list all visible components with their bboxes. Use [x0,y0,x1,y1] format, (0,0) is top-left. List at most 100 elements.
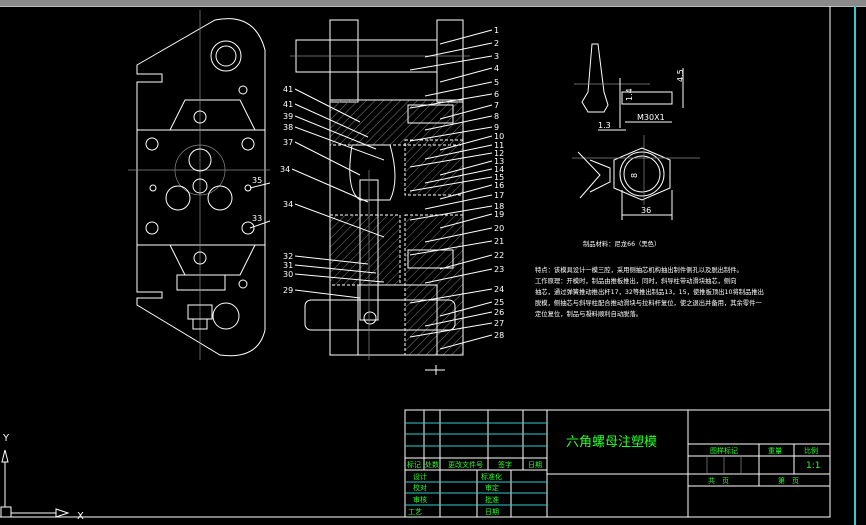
dim-8: 8 [630,173,639,178]
leader-line [294,115,377,150]
note-line: 脱模，侧抽芯与斜导柱配合推动滑块与拉料杆复位，使之退出并备用，其余零件一 [535,298,762,307]
leader-line [291,168,369,203]
leader-line [409,240,493,256]
technical-notes: 特点：该模具设计一模三腔，采用侧抽芯机构抽出制件侧孔以及脱出制件。 工作原理：开… [535,265,764,318]
callout-number: 41 [283,85,293,94]
rev-header: 处数 [425,460,439,469]
sign-label: 审核 [413,495,427,504]
callout-number: 34 [283,200,293,209]
leader-line [409,126,493,142]
rev-header: 日期 [528,461,542,469]
sign-label: 审定 [485,483,499,492]
leader-line [424,81,493,97]
callout-number: 4 [494,64,499,73]
scale-label: 比例 [804,446,818,455]
drawing-mark-label: 图样标记 [710,446,738,455]
leader-line [294,126,385,161]
callout-number: 6 [494,90,499,99]
callout-number: 9 [494,123,499,132]
leader-line [424,144,493,160]
callout-number: 21 [494,237,504,246]
callout-number: 18 [494,202,504,211]
leader-line [439,104,493,120]
callout-number: 33 [252,214,262,223]
toolbar-strip [0,0,866,7]
callout-number: 2 [494,39,499,48]
leader-line [294,289,361,299]
callout-number: 25 [494,298,504,307]
note-line: 工作原理：开模时，制品由推板推出，同时，斜导柱带动滑块抽芯，侧向 [535,276,737,285]
callout-number: 3 [494,52,499,61]
leader-line [409,205,493,221]
callout-number: 26 [494,308,504,317]
leader-line [294,273,385,283]
leader-line [294,255,369,265]
rev-header: 签字 [498,460,512,469]
callout-number: 29 [283,286,293,295]
callout-number: 13 [494,157,504,166]
scale-value: 1:1 [806,461,820,471]
sheet-total-label: 共 页 [708,476,729,485]
leader-line [439,184,493,200]
callout-number: 14 [494,165,504,174]
leader-line [409,288,493,304]
ucs-y-label: Y [2,433,10,444]
ucs-x-label: X [77,511,84,522]
callout-number: 41 [283,100,293,109]
callout-number: 35 [252,176,262,185]
leader-line [424,227,493,243]
callout-number: 16 [494,181,504,190]
rev-header: 更改文件号 [448,460,483,469]
sign-label: 标准化 [481,472,502,481]
leader-line [439,67,493,83]
callout-number: 5 [494,78,499,87]
leader-line [424,42,493,58]
callout-number: 39 [283,112,293,121]
callout-number: 27 [494,319,504,328]
callout-number: 31 [283,261,293,270]
leader-line [294,103,369,138]
rev-header: 标记 [407,460,421,469]
dim-thread: M30X1 [637,113,665,122]
leader-line [424,115,493,131]
leader-line [294,203,385,238]
leader-line [439,135,493,151]
part-detail-view: 1.4 4.5 M30X1 1.3 36 8 [572,43,700,220]
dim-36: 36 [641,206,651,215]
callouts-right: 1234567891011121314151617181920212223242… [409,26,504,350]
leader-line [439,334,493,350]
sheet-number-label: 第 页 [778,476,799,485]
note-line: 抽芯，通过弹簧推动推出杆17，32等推出制品13，15，使推板顶出10将制品推出 [535,287,764,296]
title-block: 六角螺母注塑模 标记 处数 更改文件号 签字 日期 设计 标准化 校对 审定 审… [404,409,831,518]
leader-line [294,264,377,274]
callout-number: 19 [494,210,504,219]
leader-line [409,152,493,168]
callout-number: 17 [494,191,504,200]
note-line: 定位复位，制品与凝料顺利自动脱落。 [535,309,642,318]
callout-number: 15 [494,173,504,182]
sign-label: 校对 [413,483,427,492]
note-line: 特点：该模具设计一模三腔，采用侧抽芯机构抽出制件侧孔以及脱出制件。 [535,265,743,274]
leader-line [439,301,493,317]
callout-number: 11 [494,141,504,150]
callout-number: 23 [494,265,504,274]
leader-line [439,160,493,176]
leader-line [409,322,493,338]
callout-number: 10 [494,132,504,141]
leader-line [439,29,493,45]
leader-line [294,88,361,123]
mold-side-view [128,10,271,360]
dim-4-5: 4.5 [676,69,685,82]
sign-label: 日期 [485,508,499,516]
leader-line [409,55,493,71]
leader-line [294,141,361,176]
callout-number: 24 [494,285,504,294]
leader-line [424,194,493,210]
callout-number: 28 [494,331,504,340]
leader-line [409,93,493,109]
sign-label: 设计 [413,472,427,481]
callout-number: 38 [283,123,293,132]
callout-number: 1 [494,26,499,35]
